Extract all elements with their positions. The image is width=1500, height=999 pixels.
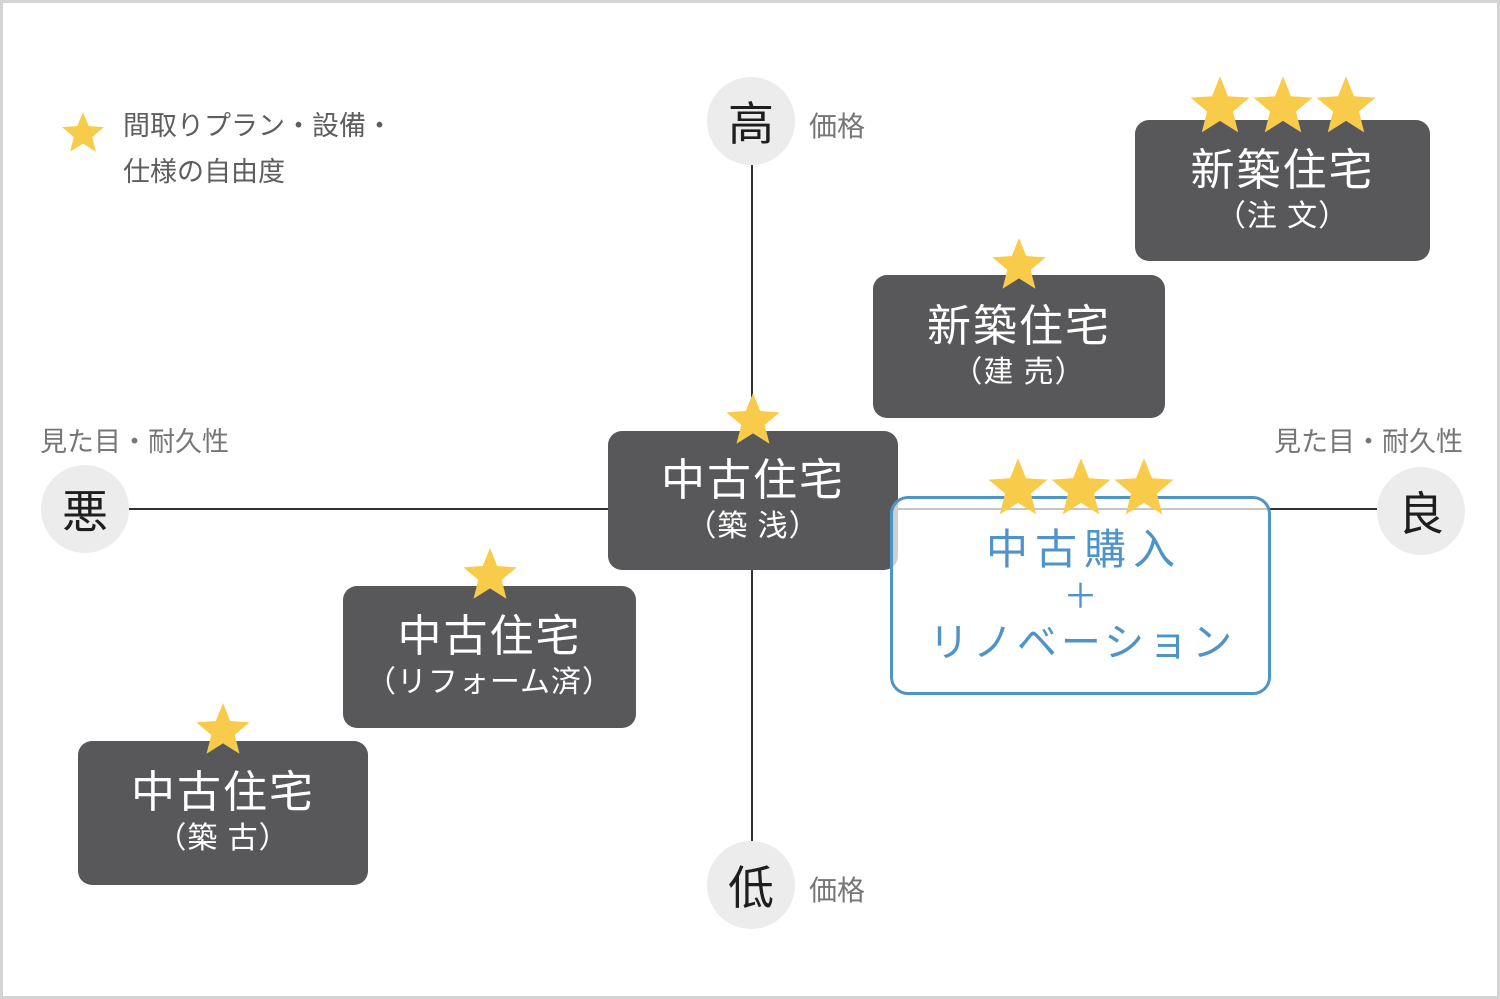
legend-line1: 間取りプラン・設備・ — [123, 111, 393, 141]
star-icon — [1189, 76, 1250, 133]
axis-endpoint-price-low: 低 — [707, 841, 795, 929]
endpoint-label: 低 — [728, 862, 774, 914]
axis-endpoint-quality-good: 良 — [1377, 467, 1465, 555]
legend-text: 間取りプラン・設備・ 仕様の自由度 — [123, 103, 393, 195]
box-subtitle: （リフォーム済） — [365, 666, 614, 699]
box-title: 中古購入 — [985, 525, 1182, 573]
box-chuko-chikufuru: 中古住宅 （築 古） — [78, 741, 368, 885]
axis-endpoint-quality-bad: 悪 — [41, 465, 129, 553]
axis-endpoint-price-high: 高 — [707, 77, 795, 165]
star-icon — [462, 548, 517, 599]
box-subtitle: （注 文） — [1215, 199, 1350, 233]
star-icon — [726, 393, 780, 444]
box-title: 新築住宅 — [927, 301, 1111, 351]
endpoint-label: 良 — [1398, 488, 1444, 540]
box-title: 中古住宅 — [661, 455, 845, 505]
box-chuko-chikusen: 中古住宅 （築 浅） — [608, 431, 898, 570]
endpoint-label: 高 — [728, 98, 774, 150]
box-subtitle: （築 古） — [156, 822, 290, 855]
star-icon — [992, 238, 1046, 289]
star-rating-chuko-renovation — [890, 457, 1271, 516]
box-shinchiku-tateuri: 新築住宅 （建 売） — [873, 275, 1165, 418]
star-rating-chuko-reform — [343, 547, 636, 600]
star-rating-chuko-chikufuru — [78, 702, 368, 755]
star-icon — [196, 703, 250, 754]
legend-line2: 仕様の自由度 — [123, 157, 285, 187]
box-title-2: リノベーション — [928, 620, 1237, 665]
box-shinchiku-chumon: 新築住宅 （注 文） — [1135, 120, 1430, 261]
quality-axis-caption-left: 見た目・耐久性 — [40, 427, 229, 457]
box-title: 新築住宅 — [1190, 145, 1375, 195]
price-axis-caption-bottom: 価格 — [809, 875, 866, 906]
box-title: 中古住宅 — [131, 768, 315, 817]
plus-sign: ＋ — [1063, 577, 1098, 616]
star-icon — [1252, 76, 1313, 133]
box-chuko-renovation: 中古購入 ＋ リノベーション — [890, 496, 1271, 695]
box-subtitle: （築 浅） — [686, 509, 820, 543]
star-icon — [62, 111, 104, 152]
box-chuko-reform: 中古住宅 （リフォーム済） — [343, 586, 636, 728]
legend-star-icon — [61, 111, 105, 153]
star-icon — [1315, 76, 1376, 133]
star-icon — [1113, 458, 1174, 515]
box-subtitle: （建 売） — [952, 355, 1086, 389]
endpoint-label: 悪 — [62, 486, 108, 538]
star-rating-chuko-chikusen — [608, 392, 898, 445]
legend: 間取りプラン・設備・ 仕様の自由度 — [61, 103, 393, 195]
quality-axis-caption-right: 見た目・耐久性 — [1274, 427, 1463, 457]
star-icon — [1050, 458, 1111, 515]
star-rating-shinchiku-tateuri — [873, 237, 1165, 290]
star-icon — [987, 458, 1048, 515]
price-axis-caption-top: 価格 — [809, 111, 866, 142]
box-title: 中古住宅 — [397, 612, 582, 661]
star-rating-shinchiku-chumon — [1135, 75, 1430, 134]
